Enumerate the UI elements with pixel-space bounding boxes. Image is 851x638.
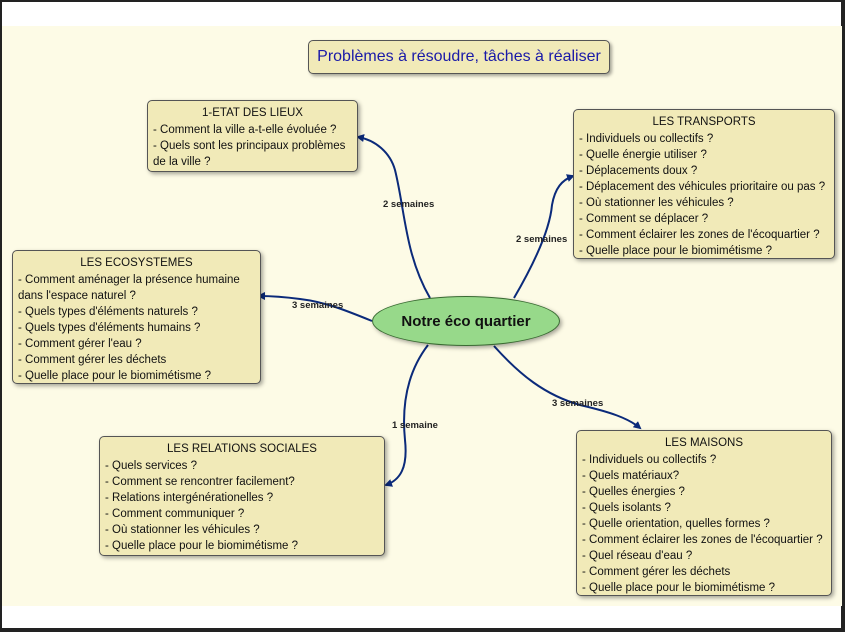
list-item: - Comment gérer les déchets <box>18 354 167 366</box>
item-list: - Individuels ou collectifs ? - Quelle é… <box>579 131 829 259</box>
list-item: - Quelle place pour le biomimétisme ? <box>105 540 299 552</box>
duration-label-etat-des-lieux: 2 semaines <box>383 199 435 210</box>
duration-label-transports: 2 semaines <box>516 234 568 245</box>
list-item: - Comment gérer les déchets <box>582 566 731 578</box>
list-item: - Où stationner les véhicules ? <box>105 524 260 536</box>
box-etat-des-lieux: 1-ETAT DES LIEUX - Comment la ville a-t-… <box>147 100 358 172</box>
list-item: - Comment éclairer les zones de l'écoqua… <box>579 229 820 241</box>
connector-maisons <box>493 345 642 430</box>
list-item: - Quels matériaux? <box>582 470 680 482</box>
list-item: - Quelles énergies ? <box>582 486 685 498</box>
list-item: - Quels sont les principaux problèmes de… <box>153 140 346 168</box>
item-list: - Quels services ? - Comment se rencontr… <box>105 458 379 554</box>
list-item: - Quelle place pour le biomimétisme ? <box>18 370 212 382</box>
connector-ecosystemes <box>257 292 373 322</box>
list-item: - Quels types d'éléments humains ? <box>18 322 201 334</box>
box-heading: LES TRANSPORTS <box>652 116 756 128</box>
box-transports: LES TRANSPORTS - Individuels ou collecti… <box>573 109 835 259</box>
list-item: - Comment gérer l'eau ? <box>18 338 142 350</box>
list-item: - Quelle énergie utiliser ? <box>579 149 707 161</box>
item-list: - Comment aménager la présence humaine d… <box>18 272 255 384</box>
list-item: - Comment la ville a-t-elle évoluée ? <box>153 124 337 136</box>
box-heading: LES RELATIONS SOCIALES <box>167 443 317 455</box>
list-item: - Déplacements doux ? <box>579 165 698 177</box>
box-relations-sociales: LES RELATIONS SOCIALES - Quels services … <box>99 436 385 556</box>
list-item: - Individuels ou collectifs ? <box>579 133 714 145</box>
list-item: - Comment se rencontrer facilement? <box>105 476 295 488</box>
list-item: - Comment se déplacer ? <box>579 213 709 225</box>
box-heading: LES MAISONS <box>665 437 743 449</box>
list-item: - Individuels ou collectifs ? <box>582 454 717 466</box>
list-item: - Comment communiquer ? <box>105 508 245 520</box>
box-heading: LES ECOSYSTEMES <box>80 257 193 269</box>
connector-etat-des-lieux <box>356 134 431 299</box>
list-item: - Quel réseau d'eau ? <box>582 550 693 562</box>
item-list: - Individuels ou collectifs ? - Quels ma… <box>582 452 826 596</box>
list-item: - Comment éclairer les zones de l'écoqua… <box>582 534 823 546</box>
list-item: - Quelle orientation, quelles formes ? <box>582 518 770 530</box>
duration-label-maisons: 3 semaines <box>552 398 604 409</box>
list-item: - Quels types d'éléments naturels ? <box>18 306 198 318</box>
list-item: - Où stationner les véhicules ? <box>579 197 734 209</box>
list-item: - Déplacement des véhicules prioritaire … <box>579 181 826 193</box>
list-item: - Quels services ? <box>105 460 198 472</box>
box-ecosystemes: LES ECOSYSTEMES - Comment aménager la pr… <box>12 250 261 384</box>
duration-label-relations-sociales: 1 semaine <box>392 420 438 431</box>
list-item: - Quels isolants ? <box>582 502 671 514</box>
list-item: - Quelle place pour le biomimétisme ? <box>579 245 773 257</box>
central-topic: Notre éco quartier <box>372 296 560 346</box>
list-item: - Comment aménager la présence humaine d… <box>18 274 240 302</box>
list-item: - Quelle place pour le biomimétisme ? <box>582 582 776 594</box>
box-heading: 1-ETAT DES LIEUX <box>202 107 303 119</box>
duration-label-ecosystemes: 3 semaines <box>292 300 344 311</box>
item-list: - Comment la ville a-t-elle évoluée ? - … <box>153 122 352 170</box>
connector-transports <box>513 174 575 299</box>
connector-relations-sociales <box>384 344 429 487</box>
diagram-title: Problèmes à résoudre, tâches à réaliser <box>308 40 610 74</box>
box-maisons: LES MAISONS - Individuels ou collectifs … <box>576 430 832 596</box>
list-item: - Relations intergénérationelles ? <box>105 492 274 504</box>
